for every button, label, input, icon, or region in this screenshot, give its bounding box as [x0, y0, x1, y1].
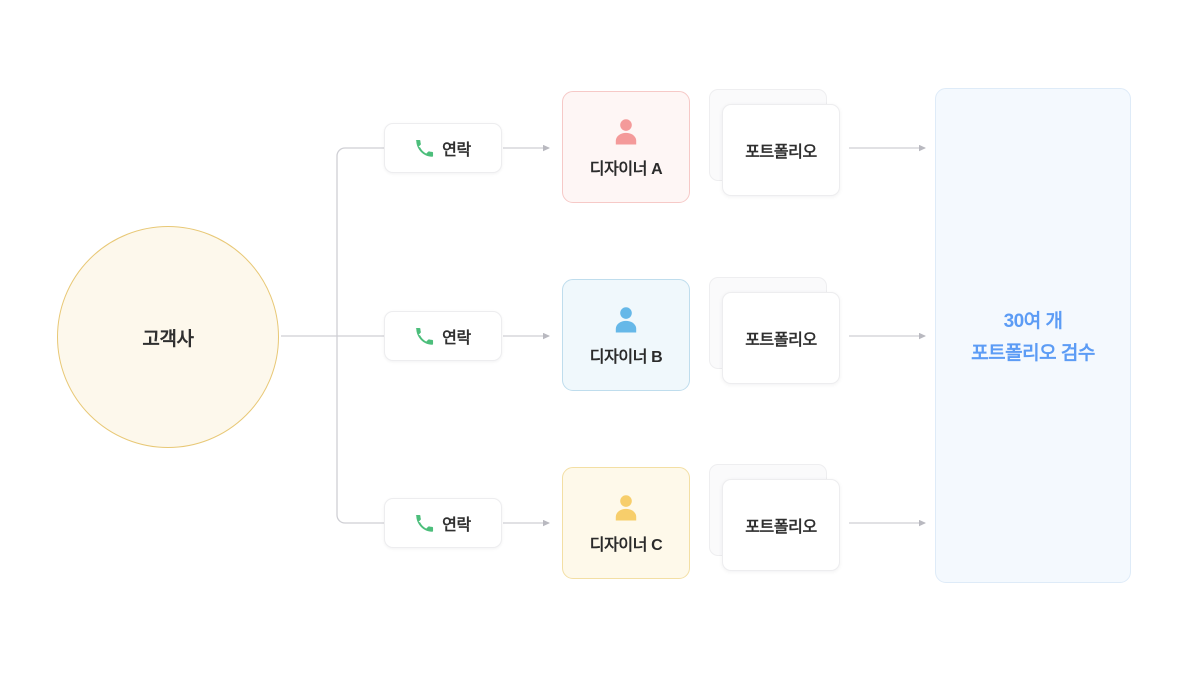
portfolio-card-front[interactable]: 포트폴리오 — [722, 104, 840, 196]
review-title-label: 포트폴리오 검수 — [971, 343, 1095, 364]
node-designer-a[interactable]: 디자이너 A — [562, 91, 690, 203]
portfolio-label: 포트폴리오 — [745, 144, 817, 161]
node-portfolio-3[interactable]: 포트폴리오 — [709, 464, 849, 574]
person-icon — [615, 495, 637, 521]
node-portfolio-2[interactable]: 포트폴리오 — [709, 277, 849, 387]
review-count-label: 30여 개 — [1003, 311, 1063, 332]
person-icon — [615, 307, 637, 333]
phone-icon — [415, 139, 434, 157]
designer-name: 디자이너 B — [589, 349, 663, 366]
node-contact-1[interactable]: 연락 — [384, 123, 502, 173]
contact-label: 연락 — [442, 517, 471, 534]
node-designer-b[interactable]: 디자이너 B — [562, 279, 690, 391]
node-contact-3[interactable]: 연락 — [384, 498, 502, 548]
designer-name: 디자이너 C — [589, 537, 663, 554]
portfolio-card-front[interactable]: 포트폴리오 — [722, 292, 840, 384]
designer-name: 디자이너 A — [589, 161, 663, 178]
node-contact-2[interactable]: 연락 — [384, 311, 502, 361]
connector-trunk — [336, 147, 349, 524]
node-designer-c[interactable]: 디자이너 C — [562, 467, 690, 579]
portfolio-card-front[interactable]: 포트폴리오 — [722, 479, 840, 571]
contact-label: 연락 — [442, 330, 471, 347]
node-review-panel[interactable]: 30여 개 포트폴리오 검수 — [935, 88, 1131, 583]
portfolio-label: 포트폴리오 — [745, 332, 817, 349]
portfolio-label: 포트폴리오 — [745, 519, 817, 536]
contact-label: 연락 — [442, 142, 471, 159]
node-portfolio-1[interactable]: 포트폴리오 — [709, 89, 849, 199]
phone-icon — [415, 514, 434, 532]
phone-icon — [415, 327, 434, 345]
client-label: 고객사 — [142, 328, 194, 350]
node-client[interactable]: 고객사 — [57, 226, 279, 448]
person-icon — [615, 119, 637, 145]
